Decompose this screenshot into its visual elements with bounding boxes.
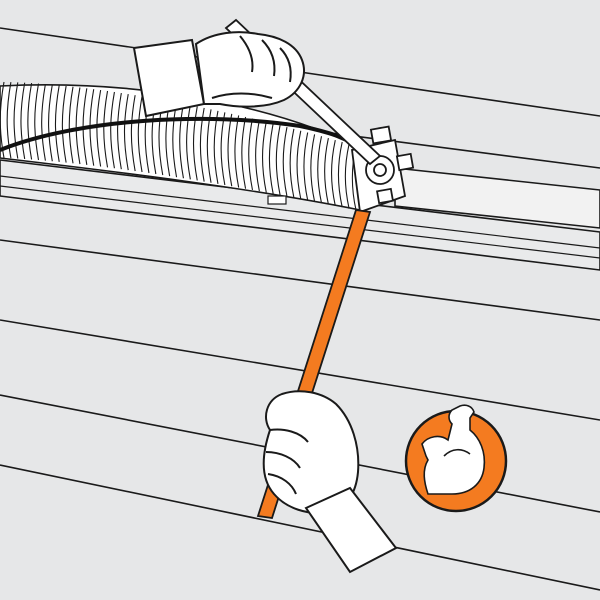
spring-coil bbox=[68, 86, 74, 164]
spring-coil bbox=[324, 138, 329, 205]
spring-coil bbox=[110, 91, 115, 169]
spring-coil bbox=[137, 96, 143, 173]
torsion-spring bbox=[0, 81, 366, 211]
spring-coil bbox=[241, 116, 247, 189]
spring-coil bbox=[317, 136, 323, 204]
spring-coil bbox=[54, 85, 60, 162]
spring-coil bbox=[344, 143, 350, 209]
spring-coil bbox=[103, 90, 109, 168]
upper-gloved-hand bbox=[132, 31, 305, 118]
spring-coil bbox=[282, 127, 288, 197]
spring-coil bbox=[96, 89, 102, 167]
spring-coil bbox=[20, 82, 26, 160]
spring-coil bbox=[303, 132, 309, 201]
spring-coil bbox=[337, 141, 343, 208]
center-bracket bbox=[267, 195, 287, 205]
spring-coil bbox=[310, 134, 316, 202]
spring-coil bbox=[234, 115, 240, 188]
flexed-bicep-icon bbox=[421, 404, 486, 495]
spring-coil bbox=[199, 107, 205, 182]
spring-coil bbox=[41, 83, 46, 161]
spring-coil bbox=[296, 130, 302, 200]
spring-coil bbox=[123, 93, 129, 171]
spring-coil bbox=[206, 109, 212, 183]
strength-badge bbox=[404, 404, 508, 513]
lower-gloved-hand bbox=[262, 390, 398, 574]
spring-coil bbox=[262, 121, 267, 193]
spring-coil bbox=[275, 125, 281, 196]
spring-coil bbox=[75, 87, 81, 165]
spring-coil bbox=[48, 84, 53, 162]
spring-coil bbox=[255, 120, 260, 192]
spring-coil bbox=[179, 103, 184, 179]
spring-coil bbox=[186, 105, 191, 180]
spring-coil bbox=[34, 83, 40, 161]
spring-coil bbox=[130, 95, 136, 172]
spring-coil bbox=[289, 128, 295, 198]
spring-coil bbox=[61, 85, 67, 163]
spring-coil bbox=[193, 106, 198, 181]
door-panel-lines bbox=[0, 239, 600, 591]
spring-coil bbox=[117, 92, 122, 170]
header-board bbox=[0, 159, 600, 271]
spring-coil bbox=[248, 118, 254, 191]
spring-coil bbox=[27, 82, 33, 160]
spring-coil bbox=[6, 82, 12, 159]
spring-coil bbox=[13, 82, 19, 159]
spring-coil bbox=[268, 123, 274, 194]
spring-coil bbox=[331, 139, 336, 206]
